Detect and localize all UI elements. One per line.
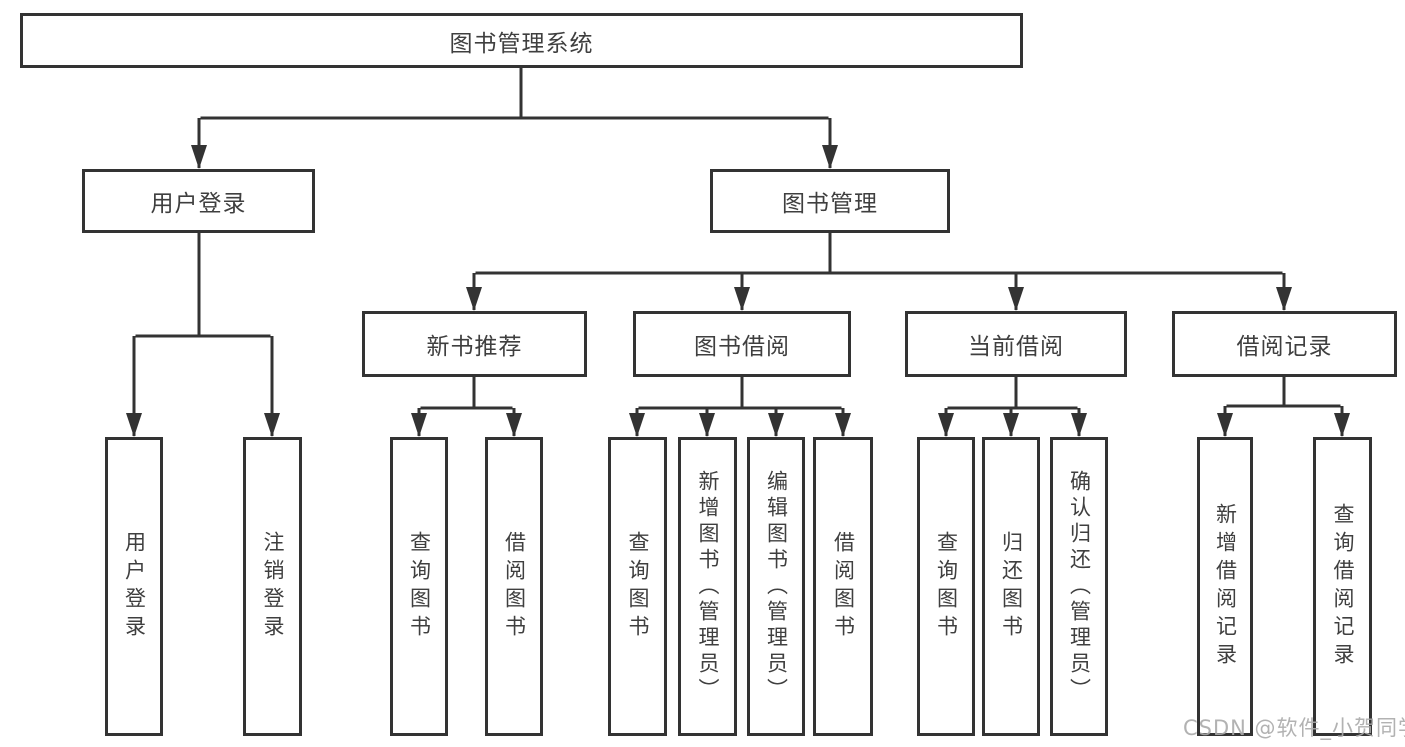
leaf-borrow-books-label: 借阅图书 <box>831 530 856 643</box>
leaf-recommend-borrow-books-label: 借阅图书 <box>502 530 527 643</box>
leaf-query-borrow-record: 查询借阅记录 <box>1313 437 1372 736</box>
leaf-user-login-label: 用户登录 <box>122 530 147 643</box>
node-root-library-system: 图书管理系统 <box>20 13 1023 68</box>
leaf-return-books: 归还图书 <box>982 437 1040 736</box>
node-book-borrow: 图书借阅 <box>633 311 851 377</box>
csdn-watermark: CSDN @软件_小贺同学 <box>1183 716 1405 740</box>
leaf-recommend-query-books-label: 查询图书 <box>407 530 432 643</box>
node-borrow-records: 借阅记录 <box>1172 311 1397 377</box>
node-current-borrow: 当前借阅 <box>905 311 1127 377</box>
leaf-current-query-books: 查询图书 <box>917 437 975 736</box>
node-user-login: 用户登录 <box>82 169 315 233</box>
leaf-add-books-admin-label: 新增图书（管理员） <box>696 469 720 704</box>
leaf-logout: 注销登录 <box>243 437 302 736</box>
leaf-borrow-query-books: 查询图书 <box>608 437 667 736</box>
leaf-confirm-return-admin-label: 确认归还（管理员） <box>1067 469 1092 704</box>
leaf-borrow-books: 借阅图书 <box>813 437 873 736</box>
leaf-edit-books-admin-label: 编辑图书（管理员） <box>764 469 789 704</box>
leaf-add-borrow-record: 新增借阅记录 <box>1197 437 1253 736</box>
leaf-borrow-query-books-label: 查询图书 <box>626 530 650 643</box>
leaf-add-borrow-record-label: 新增借阅记录 <box>1213 502 1238 671</box>
leaf-query-borrow-record-label: 查询借阅记录 <box>1331 502 1355 671</box>
leaf-current-query-books-label: 查询图书 <box>934 530 959 643</box>
leaf-edit-books-admin: 编辑图书（管理员） <box>747 437 805 736</box>
leaf-recommend-query-books: 查询图书 <box>390 437 448 736</box>
leaf-recommend-borrow-books: 借阅图书 <box>485 437 543 736</box>
node-book-management: 图书管理 <box>710 169 950 233</box>
leaf-logout-label: 注销登录 <box>261 530 285 643</box>
leaf-add-books-admin: 新增图书（管理员） <box>678 437 737 736</box>
leaf-return-books-label: 归还图书 <box>999 530 1024 643</box>
leaf-user-login: 用户登录 <box>105 437 163 736</box>
leaf-confirm-return-admin: 确认归还（管理员） <box>1050 437 1108 736</box>
node-new-book-recommend: 新书推荐 <box>362 311 587 377</box>
